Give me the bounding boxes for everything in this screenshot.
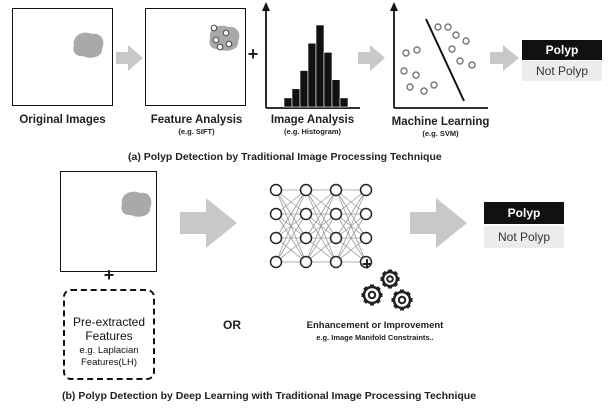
features-title-line2: Features — [85, 329, 133, 343]
histogram-bar — [307, 42, 317, 108]
network-node — [359, 231, 373, 245]
not-polyp-output-box-b: Not Polyp — [484, 226, 564, 248]
features-title-line1: Pre-extracted — [72, 315, 146, 329]
network-node — [269, 207, 283, 221]
feature-analysis-label: Feature Analysis — [150, 114, 243, 126]
plus-sign: + — [247, 44, 259, 64]
network-node — [329, 207, 343, 221]
network-node — [299, 231, 313, 245]
not-polyp-output-box: Not Polyp — [522, 61, 602, 81]
network-edge — [305, 189, 337, 215]
network-node — [359, 255, 373, 269]
arrow-right-icon — [410, 198, 467, 248]
arrow-right-icon — [116, 45, 143, 71]
network-node — [359, 183, 373, 197]
plus-sign-gears: + — [361, 254, 373, 274]
enhancement-label: Enhancement or Improvement — [306, 320, 444, 331]
polyp-blob-icon — [73, 32, 104, 58]
network-node — [299, 183, 313, 197]
histogram-bar — [331, 79, 341, 108]
network-node — [329, 255, 343, 269]
caption-b: (b) Polyp Detection by Deep Learning wit… — [62, 390, 477, 402]
network-edge — [275, 189, 307, 215]
polyp-blob-icon — [209, 24, 240, 51]
pre-extracted-features-box: Pre-extracted Features e.g. Laplacian Fe… — [63, 289, 155, 380]
network-edge — [305, 213, 337, 263]
network-node — [329, 183, 343, 197]
arrow-right-icon — [490, 45, 519, 71]
arrow-right-icon — [358, 45, 385, 71]
image-analysis-example: (e.g. Histogram) — [283, 127, 342, 136]
original-images-label: Original Images — [19, 114, 106, 126]
network-edge — [335, 189, 367, 215]
network-edge — [275, 189, 307, 263]
svm-scatter-icon — [390, 2, 488, 109]
network-node — [359, 207, 373, 221]
features-example-line1: e.g. Laplacian — [79, 345, 139, 356]
machine-learning-example: (e.g. SVM) — [422, 129, 459, 138]
histogram-bar — [283, 97, 293, 108]
neural-network-icon — [269, 183, 373, 269]
gear-icon — [391, 289, 413, 311]
network-edge — [305, 237, 337, 263]
histogram-bar — [323, 52, 333, 108]
network-edge — [335, 213, 367, 263]
network-node — [269, 231, 283, 245]
polyp-output-box-b: Polyp — [484, 202, 564, 224]
features-example-line2: Features(LH) — [81, 357, 137, 368]
network-edge — [335, 189, 367, 263]
network-edge — [335, 189, 367, 239]
network-node — [329, 231, 343, 245]
machine-learning-label: Machine Learning — [391, 116, 490, 128]
image-analysis-label: Image Analysis — [270, 114, 355, 126]
original-image-box-b — [60, 171, 157, 272]
network-node — [299, 207, 313, 221]
gear-icon — [361, 284, 383, 306]
network-node — [269, 255, 283, 269]
polyp-output-box: Polyp — [522, 40, 602, 60]
feature-analysis-example: (e.g. SIFT) — [178, 127, 215, 136]
histogram-icon — [262, 2, 360, 109]
arrow-right-icon — [180, 198, 237, 248]
plus-sign-features: + — [103, 265, 115, 285]
network-edge — [305, 189, 337, 239]
histogram-bar — [291, 88, 301, 108]
caption-a: (a) Polyp Detection by Traditional Image… — [128, 151, 442, 163]
network-edge — [275, 213, 307, 263]
network-edge — [275, 189, 307, 239]
network-edge — [275, 237, 307, 263]
network-edge — [335, 237, 367, 263]
gear-icon — [380, 269, 400, 289]
enhancement-example: e.g. Image Manifold Constraints.. — [316, 333, 434, 342]
histogram-bar — [299, 70, 309, 108]
network-node — [299, 255, 313, 269]
or-label: OR — [223, 318, 241, 332]
polyp-blob-icon — [121, 191, 152, 217]
gear-icon — [361, 269, 413, 311]
histogram-bar — [339, 97, 349, 108]
network-edge — [305, 189, 337, 263]
network-node — [269, 183, 283, 197]
feature-analysis-box — [145, 8, 246, 106]
histogram-bar — [315, 24, 325, 108]
original-image-box — [12, 8, 113, 106]
